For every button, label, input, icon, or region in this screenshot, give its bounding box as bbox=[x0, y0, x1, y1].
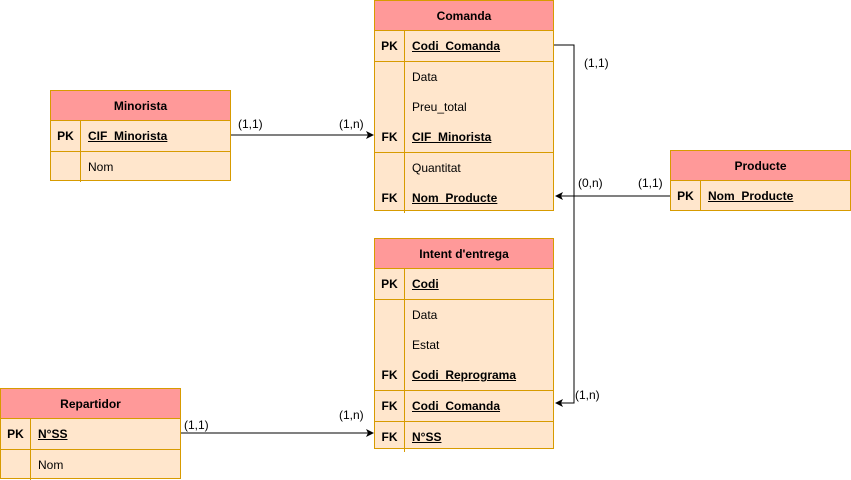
field-key bbox=[51, 152, 81, 182]
field-name: Codi_Comanda bbox=[412, 39, 501, 53]
intent-field-codi-comanda[interactable]: FK Codi_Comanda bbox=[375, 391, 553, 421]
field-key bbox=[1, 450, 31, 480]
field-name: Data bbox=[412, 308, 438, 322]
comanda-table[interactable]: Comanda PK Codi_Comanda Data Preu_total … bbox=[374, 0, 554, 213]
producte-title: Producte bbox=[671, 151, 850, 181]
field-key bbox=[375, 300, 405, 330]
comanda-field-nom-producte[interactable]: FK Nom_Producte bbox=[375, 183, 553, 213]
intent-field-nss[interactable]: FK N°SS bbox=[375, 422, 553, 452]
cardinality-intent-from-repartidor: (1,n) bbox=[339, 408, 364, 422]
field-key: PK bbox=[375, 269, 405, 299]
field-name: Nom bbox=[38, 458, 64, 472]
field-key bbox=[375, 330, 405, 360]
cardinality-comanda-from-minorista: (1,n) bbox=[339, 117, 364, 131]
comanda-field-codi-comanda[interactable]: PK Codi_Comanda bbox=[375, 31, 553, 61]
cardinality-comanda-from-producte: (0,n) bbox=[578, 176, 603, 190]
field-name: Codi_Comanda bbox=[412, 399, 501, 413]
minorista-field-nom[interactable]: Nom bbox=[51, 152, 230, 182]
intent-field-estat[interactable]: Estat bbox=[375, 330, 553, 360]
field-key bbox=[375, 92, 405, 122]
cardinality-intent-from-comanda: (1,n) bbox=[575, 388, 600, 402]
minorista-title: Minorista bbox=[51, 91, 230, 121]
field-key: PK bbox=[51, 121, 81, 151]
field-key: FK bbox=[375, 183, 405, 213]
field-key: PK bbox=[671, 181, 701, 211]
cardinality-comanda-to-intent: (1,1) bbox=[584, 56, 609, 70]
repartidor-field-nom[interactable]: Nom bbox=[1, 450, 180, 480]
field-name: Nom_Producte bbox=[412, 191, 498, 205]
intent-field-codi[interactable]: PK Codi bbox=[375, 269, 553, 299]
repartidor-field-nss[interactable]: PK N°SS bbox=[1, 419, 180, 449]
field-key: FK bbox=[375, 360, 405, 390]
field-key: PK bbox=[375, 31, 405, 61]
comanda-field-preu-total[interactable]: Preu_total bbox=[375, 92, 553, 122]
comanda-intent-link bbox=[554, 44, 575, 407]
field-name: Codi_Reprograma bbox=[412, 368, 517, 382]
field-name: Data bbox=[412, 70, 438, 84]
field-name: Quantitat bbox=[412, 161, 461, 175]
field-key: PK bbox=[1, 419, 31, 449]
field-name: N°SS bbox=[412, 430, 442, 444]
field-key bbox=[375, 153, 405, 183]
producte-field-nom-producte[interactable]: PK Nom_Producte bbox=[671, 181, 850, 211]
field-name: CIF_Minorista bbox=[88, 129, 168, 143]
minorista-table[interactable]: Minorista PK CIF_Minorista Nom bbox=[50, 90, 231, 182]
repartidor-table[interactable]: Repartidor PK N°SS Nom bbox=[0, 388, 181, 480]
field-name: Nom bbox=[88, 160, 114, 174]
comanda-field-quantitat[interactable]: Quantitat bbox=[375, 153, 553, 183]
field-name: Preu_total bbox=[412, 100, 467, 114]
field-key bbox=[375, 62, 405, 92]
minorista-field-cif-minorista[interactable]: PK CIF_Minorista bbox=[51, 121, 230, 151]
field-key: FK bbox=[375, 122, 405, 152]
repartidor-title: Repartidor bbox=[1, 389, 180, 419]
field-key: FK bbox=[375, 391, 405, 421]
field-name: CIF_Minorista bbox=[412, 130, 492, 144]
field-name: Nom_Producte bbox=[708, 189, 794, 203]
field-name: Estat bbox=[412, 338, 440, 352]
intent-field-codi-reprograma[interactable]: FK Codi_Reprograma bbox=[375, 360, 553, 390]
field-name: N°SS bbox=[38, 427, 68, 441]
intent-entrega-table[interactable]: Intent d'entrega PK Codi Data Estat FK C… bbox=[374, 238, 554, 452]
intent-field-data[interactable]: Data bbox=[375, 300, 553, 330]
producte-table[interactable]: Producte PK Nom_Producte bbox=[670, 150, 851, 211]
cardinality-producte-side: (1,1) bbox=[638, 176, 663, 190]
cardinality-minorista-side: (1,1) bbox=[238, 117, 263, 131]
cardinality-repartidor-side: (1,1) bbox=[184, 418, 209, 432]
intent-entrega-title: Intent d'entrega bbox=[375, 239, 553, 269]
comanda-field-cif-minorista[interactable]: FK CIF_Minorista bbox=[375, 122, 553, 152]
comanda-field-data[interactable]: Data bbox=[375, 62, 553, 92]
field-name: Codi bbox=[412, 277, 439, 291]
comanda-title: Comanda bbox=[375, 1, 553, 31]
field-key: FK bbox=[375, 422, 405, 452]
